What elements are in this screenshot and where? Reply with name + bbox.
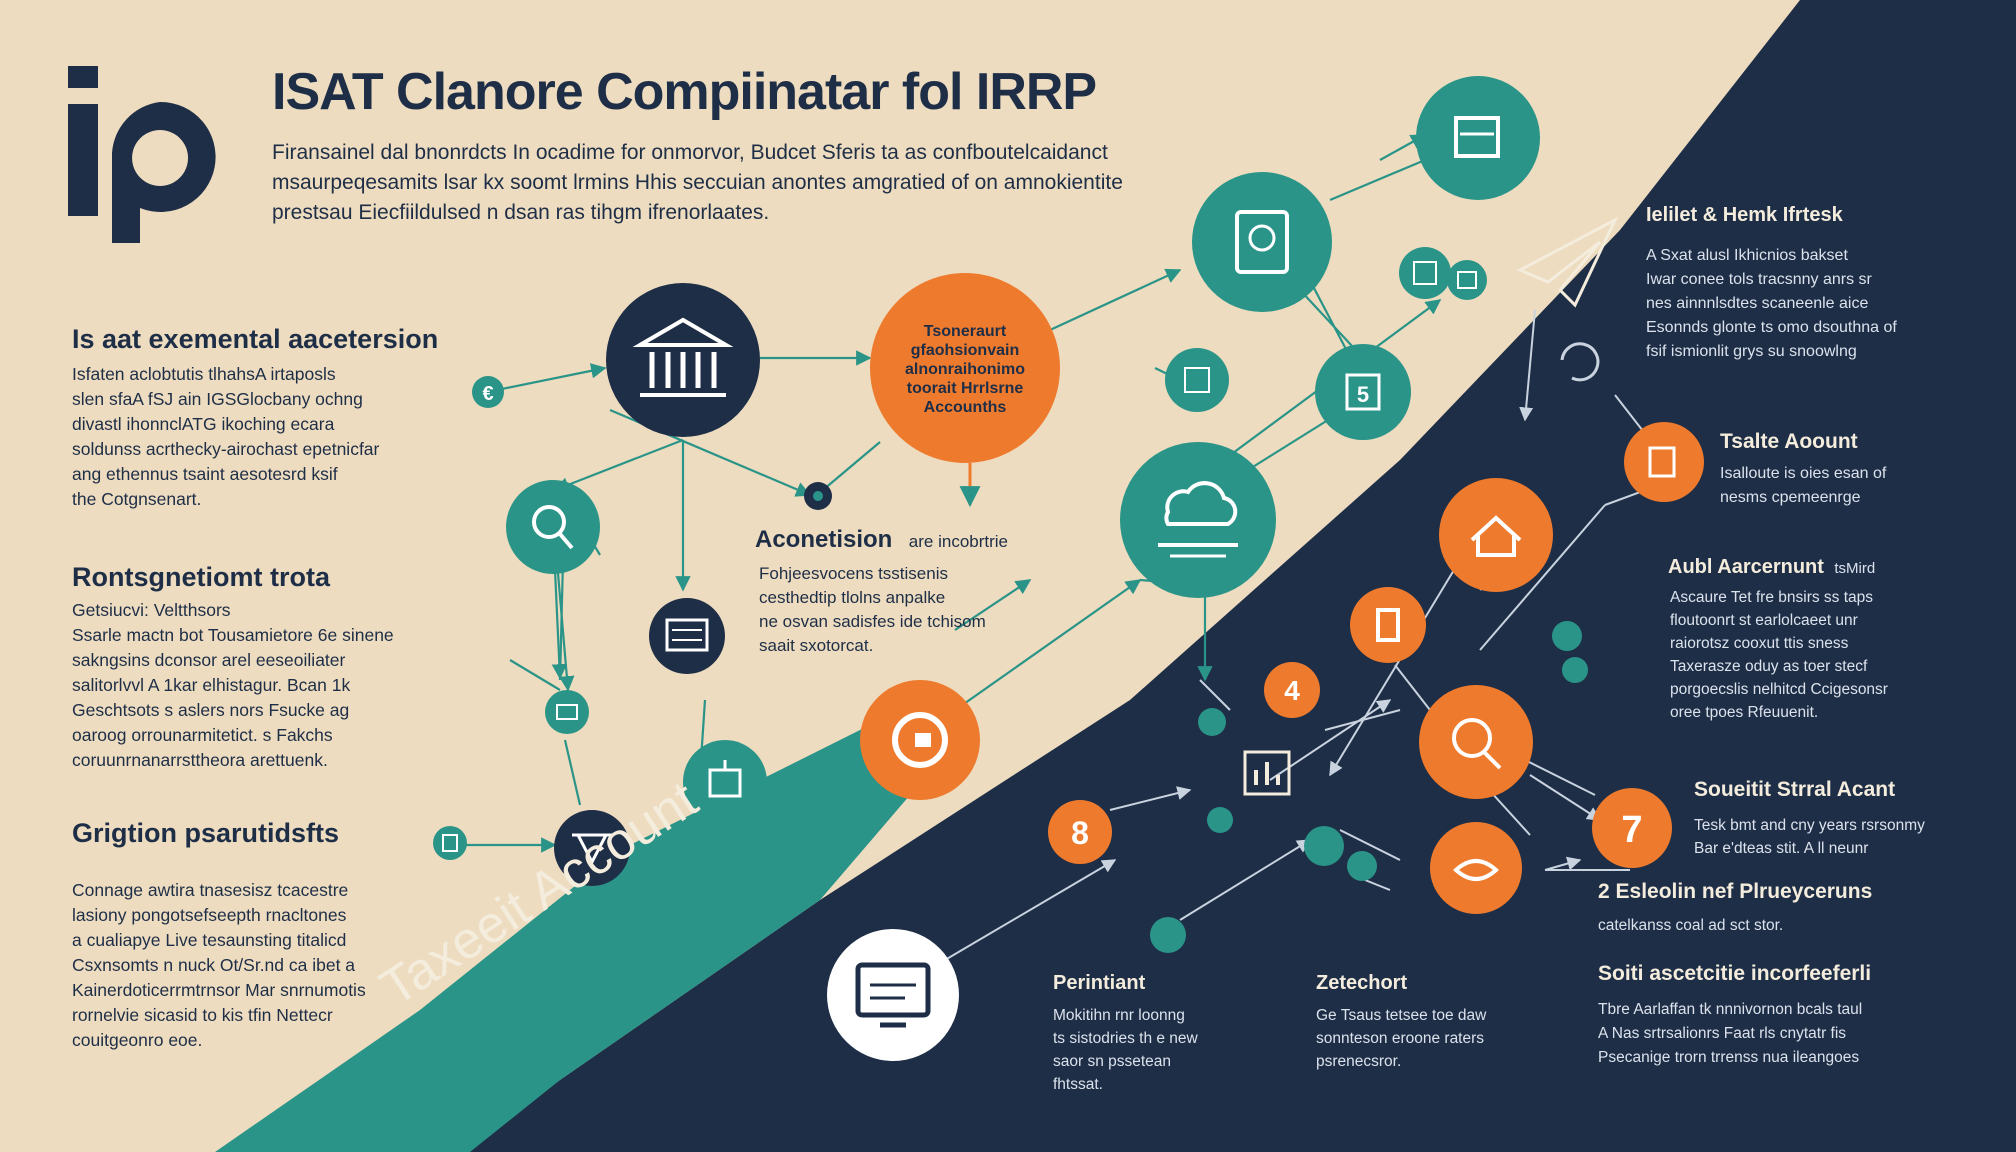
central-account-node: [870, 273, 1060, 508]
left-section-1-heading: Is aat exemental aacetersion: [72, 324, 439, 354]
small-teal-dot-a: [1552, 621, 1582, 651]
person-node: [1192, 172, 1332, 312]
center-label-heading-note: are incobrtrie: [908, 532, 1009, 551]
bottom-section-1-heading: Perintiant: [1053, 972, 1146, 994]
center-label-body: Fohjeesvocens tsstisenis cesthedtip tlol…: [759, 564, 986, 655]
left-section-1-body: Isfaten aclobtutis tlhahsA irtaposls sle…: [72, 364, 380, 509]
hand-money-node: [1430, 822, 1522, 914]
pillar-node: [683, 740, 767, 824]
small-teal-node-a: [545, 690, 589, 734]
right-section-3-heading-row: Aubl Aarcernunt tsMird: [1668, 556, 1988, 579]
scale-node: [1165, 348, 1229, 412]
right-section-3-heading-note: tsMird: [1834, 560, 1876, 577]
tax-chart-node: [649, 598, 725, 674]
small-e-node-b: [433, 826, 467, 860]
small-check-node: [804, 482, 832, 510]
small-teal-dot-c: [1198, 708, 1226, 736]
right-section-4-body: Tesk bmt and cny years rsrsonmy Bar e'dt…: [1694, 817, 1925, 857]
small-doc-node-b: [1447, 260, 1487, 300]
bank-node: [606, 283, 760, 437]
small-teal-dot-e: [1304, 826, 1344, 866]
header-subtitle: Firansainel dal bnonrdcts In ocadime for…: [272, 141, 1123, 224]
small-doc-node-a: [1399, 247, 1451, 299]
bottom-section-1-body: Mokitihn rnr loonng ts sistodries th e n…: [1053, 1007, 1198, 1093]
left-section-2-body: Getsiucvi: Veltthsors Ssarle mactn bot T…: [72, 600, 394, 770]
research-node: [506, 480, 600, 574]
tax-doc-node: [554, 810, 630, 886]
ledger-node-glyph: 5: [1357, 382, 1369, 407]
refresh-icon: [1560, 342, 1600, 382]
small-teal-dot-f: [1347, 851, 1377, 881]
toolkit-node: [1624, 422, 1704, 502]
right-section-2-heading: Tsalte Aoount: [1720, 430, 1858, 453]
right-section-6-heading: Soiti ascetcitie incorfeeferli: [1598, 962, 1872, 985]
left-section-2-heading: Rontsgnetiomt trota: [72, 562, 330, 592]
small-teal-dot-d: [1207, 807, 1233, 833]
right-section-3-body: Ascaure Tet fre bnsirs ss taps floutoonr…: [1670, 589, 1888, 721]
left-section-3-body: Connage awtira tnasesisz tcacestre lasio…: [72, 880, 366, 1050]
teal-ribbon: [215, 720, 940, 1152]
left-section-3-heading: Grigtion psarutidsfts: [72, 818, 340, 848]
number-4-node: 4: [1264, 662, 1320, 718]
document-node: [1416, 76, 1540, 200]
bottom-section-2-heading: Zetechort: [1316, 972, 1408, 994]
bottom-section-2-body: Ge Tsaus tetsee toe daw sonnteson eroone…: [1316, 1007, 1487, 1070]
number-8-node: 8: [1048, 800, 1112, 864]
grid-chart-icon: [1243, 750, 1291, 796]
right-section-5-heading: 2 Esleolin nef Plrueyceruns: [1598, 880, 1873, 903]
cloud-node: [1120, 442, 1276, 598]
svg-text:€: €: [482, 383, 493, 405]
currency-node: [860, 680, 980, 800]
right-section-3-heading: Aubl Aarcernunt: [1668, 556, 1824, 578]
computer-node: [827, 929, 959, 1061]
header-title: ISAT Clanore Compiinatar fol IRRP: [272, 63, 1097, 121]
number-4-glyph: 4: [1284, 675, 1300, 706]
number-7-glyph: 7: [1621, 809, 1642, 851]
house-node: [1439, 478, 1553, 592]
center-label-heading: Aconetision: [755, 526, 893, 553]
small-teal-dot-b: [1562, 657, 1588, 683]
paper-plane-icon: [1516, 216, 1619, 308]
pillar-orange-node: [1350, 587, 1426, 663]
number-8-glyph: 8: [1071, 815, 1089, 851]
search-dollar-node: [1419, 685, 1533, 799]
logo-mark: [68, 66, 216, 243]
small-teal-dot-g: [1150, 917, 1186, 953]
right-section-4-heading: Soueitit Strral Acant: [1694, 778, 1896, 801]
right-section-1-body: A Sxat alusl Ikhicnios bakset Iwar conee…: [1646, 247, 1897, 360]
right-section-6-body: Tbre Aarlaffan tk nnnivornon bcals taul …: [1598, 1001, 1863, 1066]
right-section-2-body: Isalloute is oies esan of nesms cpemeenr…: [1720, 465, 1887, 506]
right-section-5-body: catelkanss coal ad sct stor.: [1598, 917, 1784, 934]
small-e-node: €: [472, 376, 504, 408]
right-section-1-heading: Ielilet & Hemk Ifrtesk: [1646, 204, 1843, 226]
ledger-node: 5: [1315, 344, 1411, 440]
central-node-text: Tsoneraurt gfaohsionvain alnonraihonimo …: [905, 323, 1025, 416]
center-label: Aconetision are incobrtrie Fohjeesvocens…: [755, 526, 1085, 658]
number-7-node: 7: [1592, 788, 1672, 868]
